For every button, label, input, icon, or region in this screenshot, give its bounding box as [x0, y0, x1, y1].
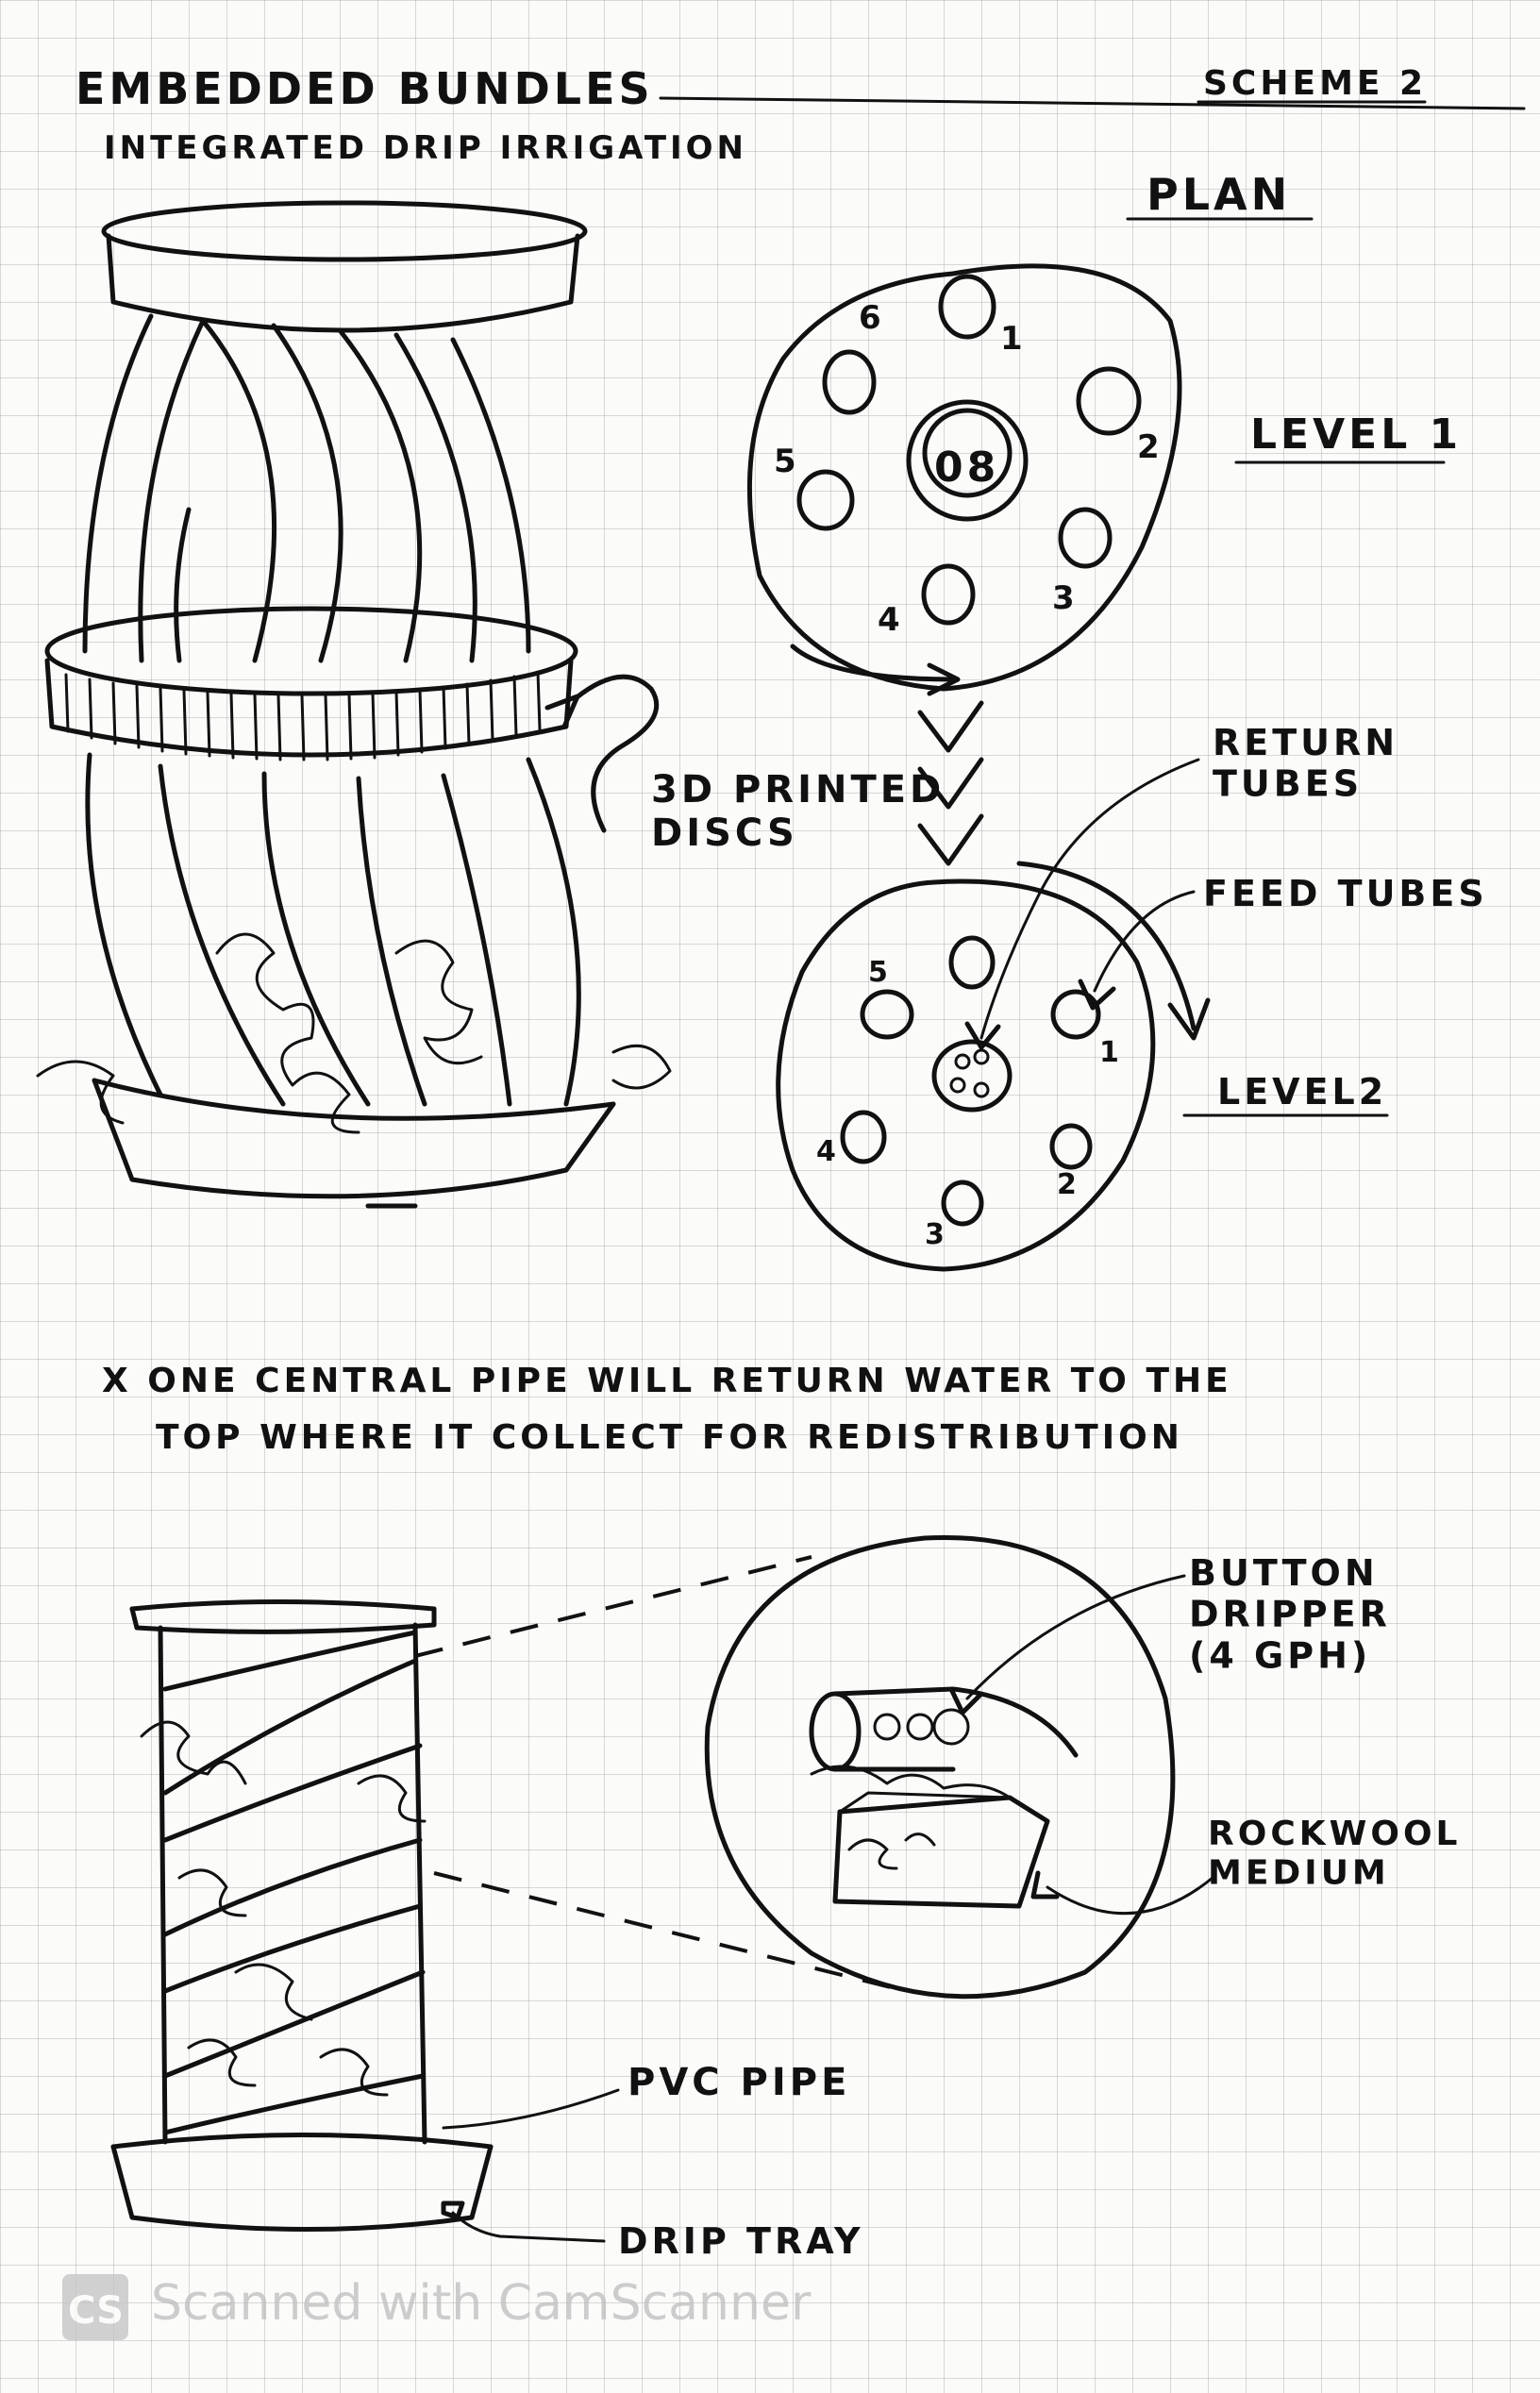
level2-hole-4: 4 [816, 1135, 840, 1168]
plan-heading: PLAN [1147, 169, 1291, 220]
drip-tray-label: DRIP TRAY [618, 2220, 864, 2262]
zoom-line-bottom [433, 1871, 907, 1993]
level1-label: LEVEL 1 [1250, 410, 1462, 459]
tower-elevation-top [36, 200, 672, 1209]
level2-label: LEVEL2 [1217, 1071, 1387, 1113]
level1-hole-1: 1 [1000, 320, 1027, 358]
down-chevrons [917, 700, 984, 866]
level1-hole-2: 2 [1137, 428, 1163, 466]
level1-hole-3: 3 [1052, 579, 1079, 617]
level1-hole-5: 5 [774, 443, 800, 480]
level1-hole-4: 4 [878, 601, 904, 639]
camscanner-logo-text: CS [68, 2289, 124, 2333]
dripper-pointer [965, 1574, 1186, 1700]
sheet-subtitle: INTEGRATED DRIP IRRIGATION [104, 129, 747, 167]
camscanner-watermark: CS Scanned with CamScanner [62, 2274, 812, 2340]
disc-pointer-arrow [573, 674, 660, 833]
note-line-1: X ONE CENTRAL PIPE WILL RETURN WATER TO … [102, 1362, 1232, 1400]
level2-hole-3: 3 [925, 1218, 948, 1251]
feed-tubes-label: FEED TUBES [1203, 873, 1488, 914]
level1-center-marks: 08 [934, 443, 999, 492]
title-underline [659, 96, 1526, 110]
dripper-detail [704, 1534, 1176, 2000]
camscanner-logo-icon [62, 2274, 128, 2340]
pvc-pointer [442, 2088, 620, 2130]
zoom-line-top [414, 1555, 812, 1658]
tower-elevation-bottom [110, 1599, 494, 2232]
feed-tubes-arrow [1093, 890, 1196, 993]
pvc-pipe-label: PVC PIPE [628, 2061, 850, 2104]
level1-center-hub [906, 399, 1029, 522]
scheme-label: SCHEME 2 [1203, 64, 1427, 103]
note-line-2: TOP WHERE IT COLLECT FOR REDISTRIBUTION [156, 1418, 1183, 1457]
camscanner-text: Scanned with CamScanner [151, 2275, 812, 2332]
level2-hole-1: 1 [1099, 1036, 1123, 1069]
level2-hole-2: 2 [1057, 1168, 1080, 1201]
level2-hole-5: 5 [868, 956, 892, 989]
level1-hole-6: 6 [859, 299, 885, 337]
tray-pointer [451, 2211, 606, 2243]
level1-disc: 08 1 2 3 4 5 6 [746, 263, 1182, 696]
level2-disc: 1 2 3 4 5 [776, 861, 1211, 1272]
rockwool-pointer [1046, 1876, 1214, 1916]
sheet-title: EMBEDDED BUNDLES [75, 63, 654, 114]
